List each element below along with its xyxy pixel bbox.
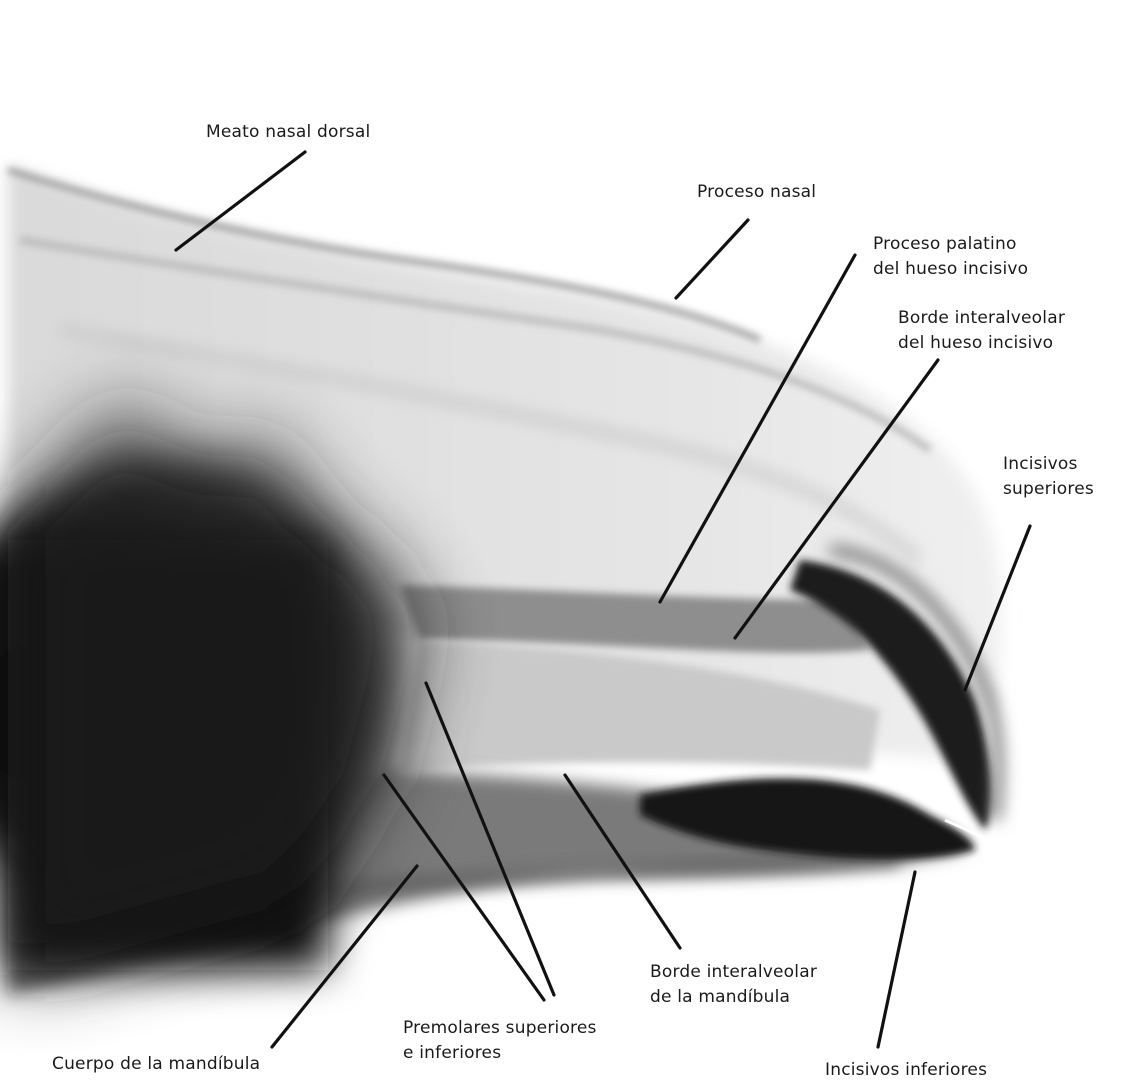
leader-premolares-b bbox=[384, 775, 544, 1000]
leader-meato-nasal-dorsal bbox=[176, 152, 305, 250]
leader-incisivos-inferiores bbox=[878, 872, 915, 1047]
label-borde-incisivo: Borde interalveolar del hueso incisivo bbox=[898, 306, 1065, 356]
label-borde-incisivo-line2: del hueso incisivo bbox=[898, 331, 1065, 356]
label-incisivos-superiores-line2: superiores bbox=[1003, 477, 1094, 502]
label-borde-mandibula: Borde interalveolar de la mandíbula bbox=[650, 960, 817, 1010]
label-meato-nasal-dorsal: Meato nasal dorsal bbox=[206, 120, 370, 145]
leader-proceso-nasal bbox=[676, 220, 748, 298]
label-borde-mandibula-line2: de la mandíbula bbox=[650, 985, 817, 1010]
label-cuerpo-mandibula: Cuerpo de la mandíbula bbox=[52, 1052, 260, 1077]
leader-premolares-a bbox=[426, 683, 554, 995]
leader-incisivos-superiores bbox=[965, 526, 1030, 690]
leader-borde-mandibula bbox=[565, 775, 680, 948]
label-proceso-palatino-line1: Proceso palatino bbox=[873, 232, 1028, 257]
label-premolares: Premolares superiores e inferiores bbox=[403, 1016, 597, 1066]
label-incisivos-inferiores: Incisivos inferiores bbox=[825, 1058, 987, 1083]
label-proceso-nasal: Proceso nasal bbox=[697, 180, 816, 205]
label-borde-mandibula-line1: Borde interalveolar bbox=[650, 960, 817, 985]
label-incisivos-superiores-line1: Incisivos bbox=[1003, 452, 1094, 477]
label-incisivos-superiores: Incisivos superiores bbox=[1003, 452, 1094, 502]
label-premolares-line1: Premolares superiores bbox=[403, 1016, 597, 1041]
label-borde-incisivo-line1: Borde interalveolar bbox=[898, 306, 1065, 331]
leader-cuerpo-mandibula bbox=[272, 866, 417, 1047]
leader-borde-incisivo bbox=[735, 360, 938, 638]
label-proceso-palatino-line2: del hueso incisivo bbox=[873, 257, 1028, 282]
label-proceso-palatino: Proceso palatino del hueso incisivo bbox=[873, 232, 1028, 282]
leader-proceso-palatino bbox=[660, 255, 855, 602]
label-premolares-line2: e inferiores bbox=[403, 1041, 597, 1066]
